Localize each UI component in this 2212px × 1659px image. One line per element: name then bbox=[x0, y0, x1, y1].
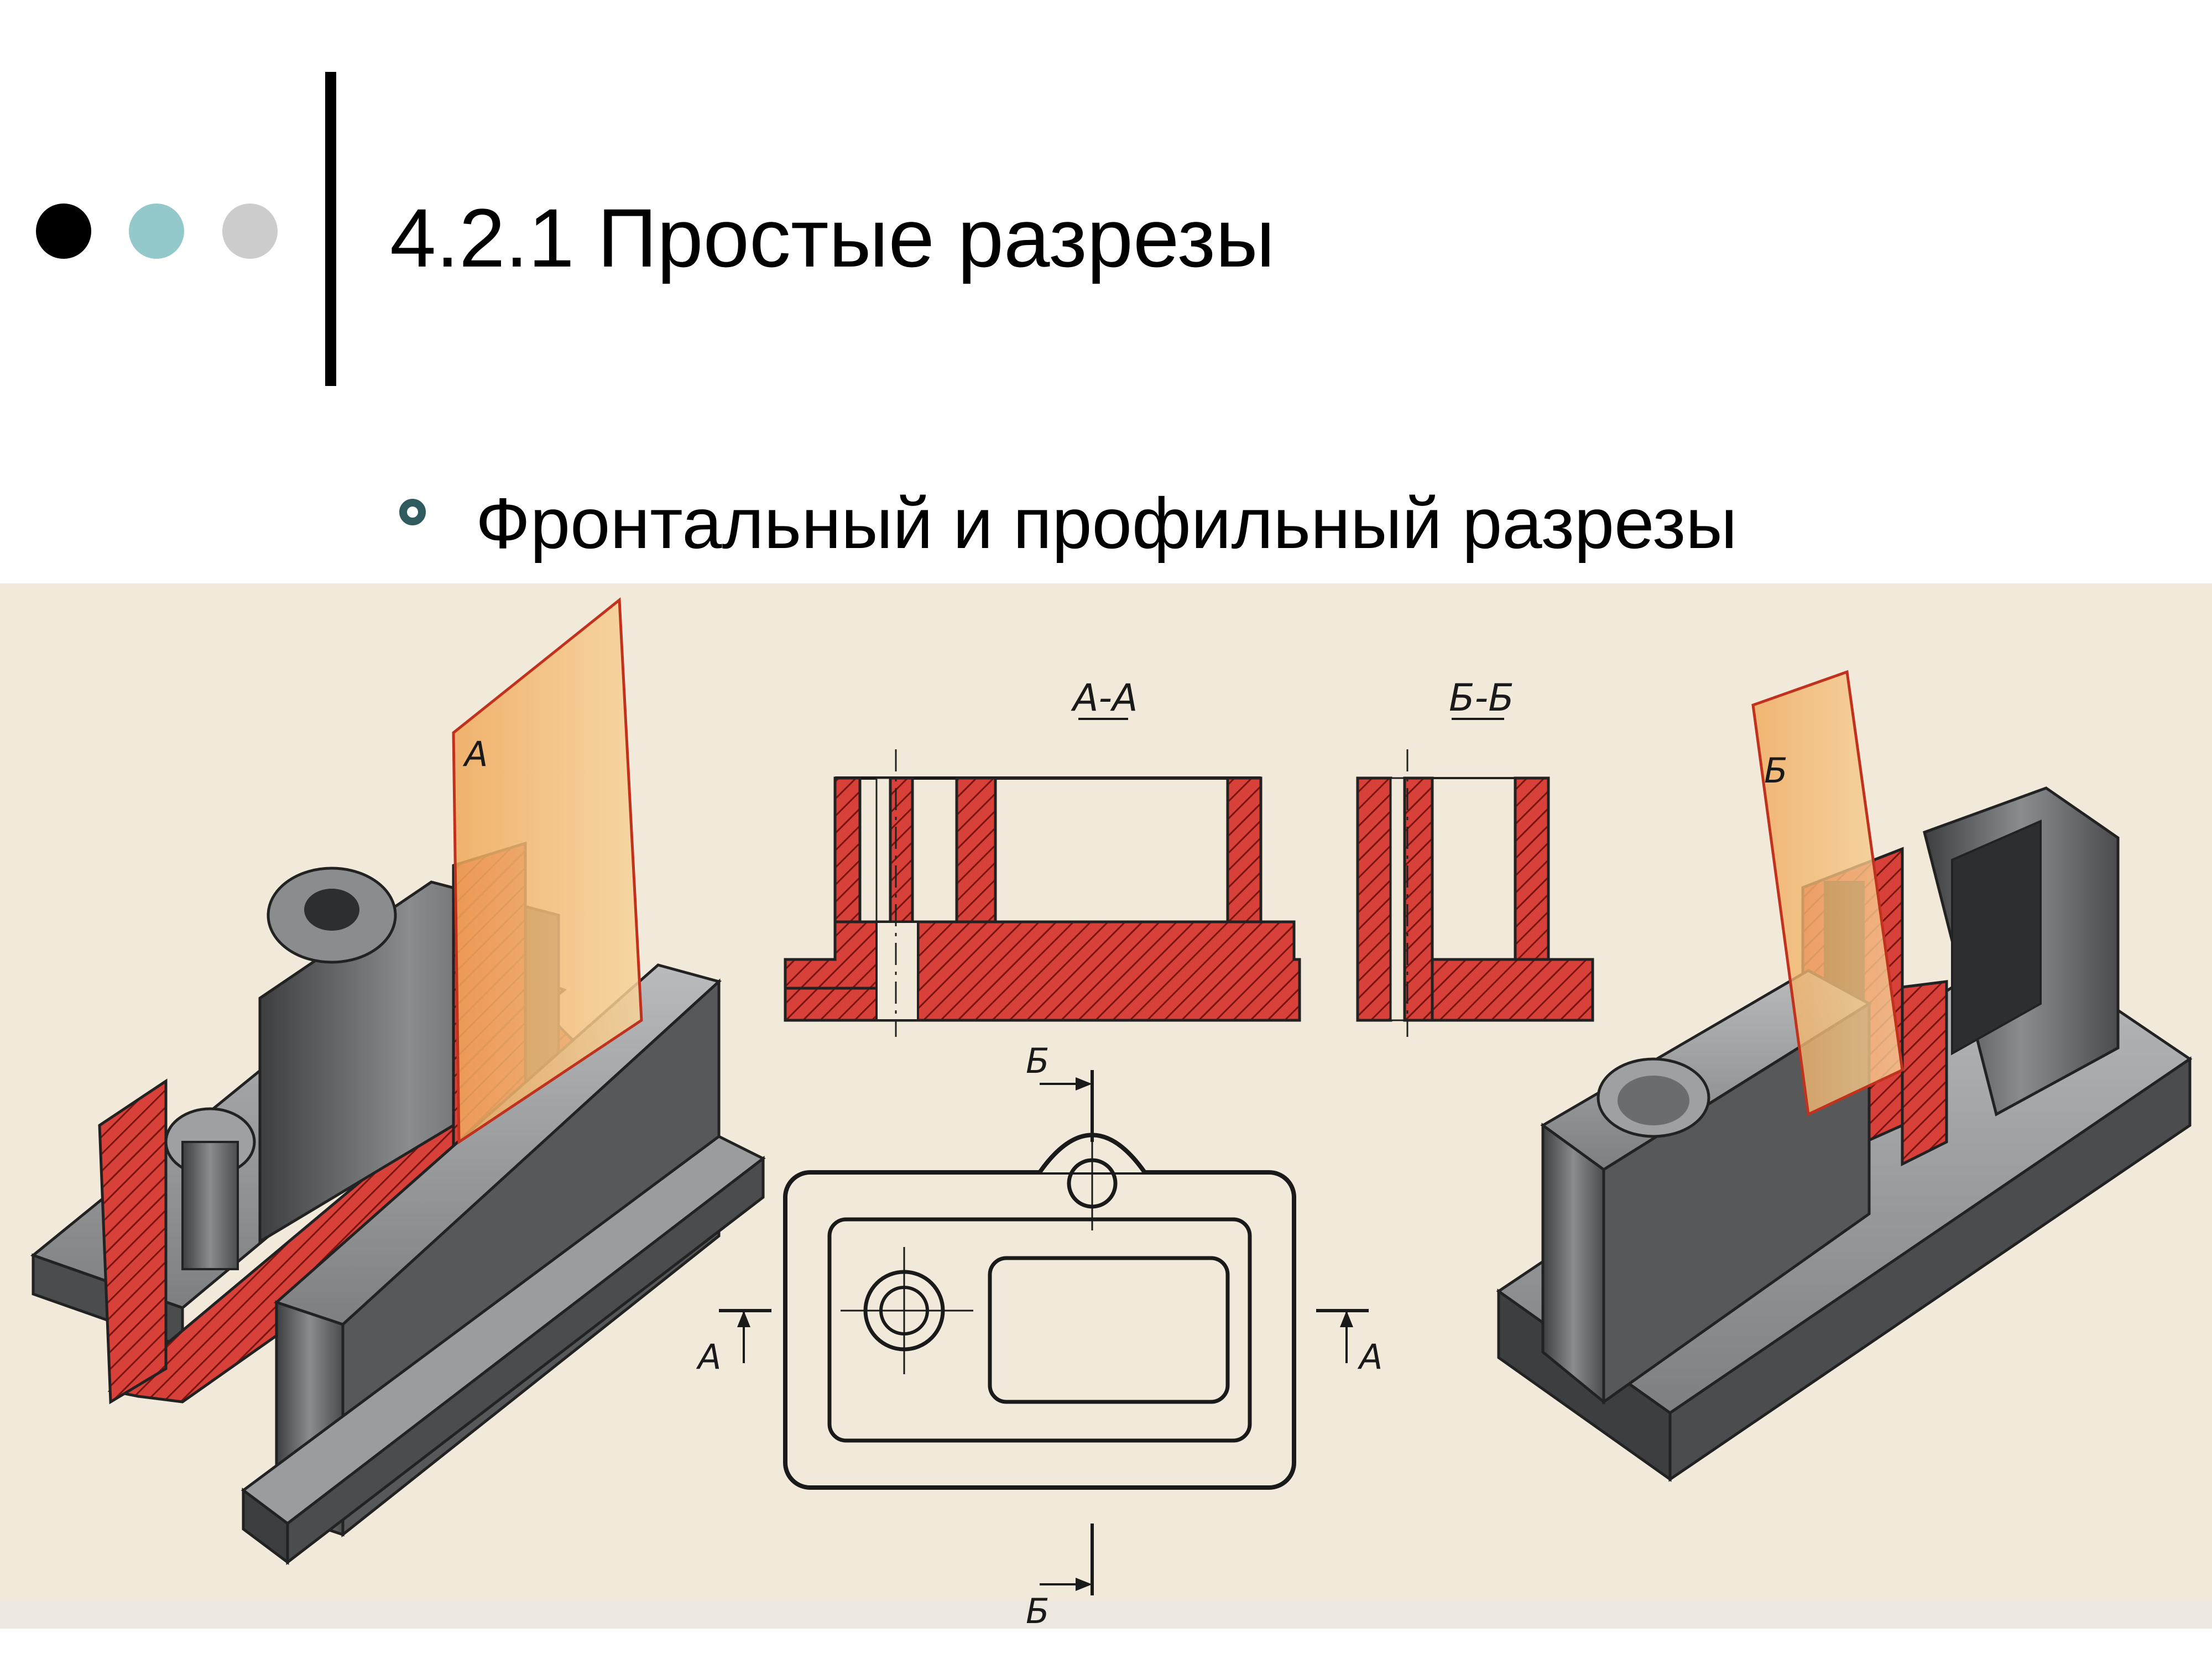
plan-view: Б Б А А bbox=[696, 1041, 1383, 1629]
title-divider bbox=[325, 72, 336, 386]
bullet-text: Фронтальный и профильный разрезы bbox=[476, 483, 1738, 564]
section-label-a-a: А-А bbox=[1071, 676, 1138, 720]
cutting-plane-a bbox=[452, 597, 643, 1145]
right-part-cutaway: Б bbox=[1496, 670, 2193, 1482]
cut-marker-a-left: А bbox=[696, 1337, 721, 1377]
section-b-b: Б-Б bbox=[1356, 676, 1594, 1037]
section-illustration: А А-А Б-Б bbox=[0, 583, 2212, 1629]
section-label-b-b: Б-Б bbox=[1449, 676, 1514, 720]
cutting-plane-b bbox=[1751, 670, 1904, 1117]
cut-marker-b-top: Б bbox=[1026, 1041, 1050, 1081]
plane-label-b: Б bbox=[1764, 750, 1788, 791]
decor-dot-teal bbox=[129, 204, 184, 259]
cut-marker-b-bottom: Б bbox=[1026, 1591, 1050, 1629]
decor-dot-gray bbox=[222, 204, 278, 259]
plane-label-a: А bbox=[462, 734, 488, 774]
section-a-a: А-А bbox=[784, 676, 1301, 1037]
decor-dot-black bbox=[36, 204, 91, 259]
left-part-cutaway: А bbox=[30, 597, 766, 1566]
cut-marker-a-right: А bbox=[1357, 1337, 1383, 1377]
bullet-icon bbox=[399, 499, 426, 525]
slide-title: 4.2.1 Простые разрезы bbox=[390, 191, 1275, 284]
